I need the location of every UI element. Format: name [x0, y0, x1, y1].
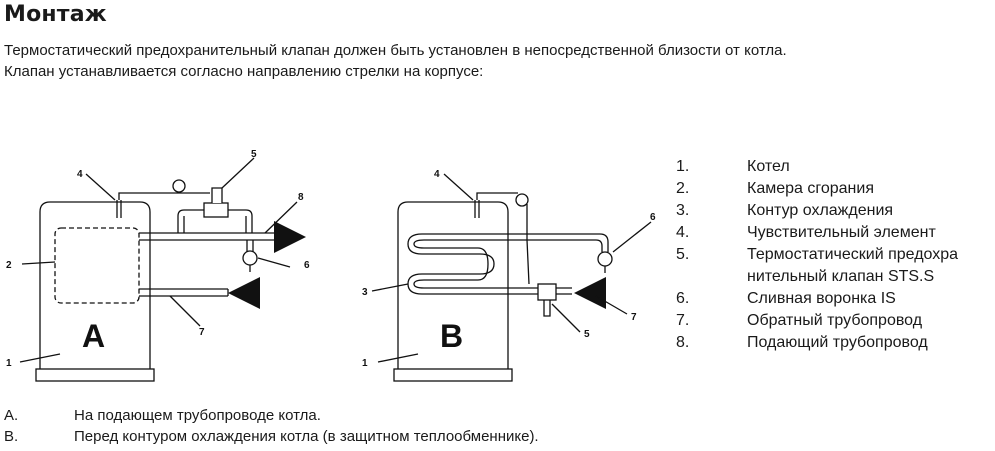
callout-1-a: 1: [6, 358, 12, 369]
note-text: На подающем трубопроводе котла.: [74, 407, 321, 424]
capillary-b: [476, 192, 518, 200]
valve-loop-a: [177, 209, 253, 233]
legend-number: 3.: [676, 202, 690, 219]
boiler-a-body: [39, 201, 151, 375]
note-text: Перед контуром охлаждения котла (в защит…: [74, 428, 539, 445]
legend-text: Контур охлаждения: [747, 202, 894, 219]
capillary-coil-a: [172, 179, 186, 193]
legend-text: Термостатический предохра: [747, 246, 959, 263]
legend-text: Чувствительный элемент: [747, 224, 936, 241]
cooling-coil-b: [407, 233, 508, 295]
intro-text: Термостатический предохранительный клапа…: [4, 40, 787, 82]
legend-text: Подающий трубопровод: [747, 334, 928, 351]
legend-number: 6.: [676, 290, 690, 307]
callout-1-b: 1: [362, 358, 368, 369]
boiler-b-body: [397, 201, 509, 375]
legend-text: Сливная воронка IS: [747, 290, 896, 307]
coil-outlet-b: [508, 233, 609, 252]
note-label: A.: [4, 407, 19, 424]
diagram-b-letter: B: [440, 318, 463, 354]
sensor-a: [116, 200, 122, 218]
diagram-b: [371, 173, 652, 382]
drain-funnel-b: [597, 251, 613, 267]
callout-3-b: 3: [362, 287, 368, 298]
callout-5-a: 5: [251, 149, 257, 160]
diagram-a: [19, 157, 306, 382]
callout-7-a: 7: [199, 327, 205, 338]
legend-number: 8.: [676, 334, 690, 351]
legend-number: 5.: [676, 246, 690, 263]
diagram-a-letter: A: [82, 318, 105, 354]
return-pipe-a: [139, 288, 229, 297]
callout-8-a: 8: [298, 192, 304, 203]
callout-6-a: 6: [304, 260, 310, 271]
callout-2-a: 2: [6, 260, 12, 271]
valve-b: [537, 283, 557, 301]
legend-text: нительный клапан STS.S: [747, 268, 935, 285]
sensor-b: [474, 200, 480, 218]
callout-7-b: 7: [631, 312, 637, 323]
legend-text: Обратный трубопровод: [747, 312, 923, 329]
legend-number: 7.: [676, 312, 690, 329]
intro-line: Клапан устанавливается согласно направле…: [4, 63, 484, 80]
combustion-chamber-a: [54, 227, 140, 304]
callout-4-a: 4: [77, 169, 83, 180]
supply-pipe-a: [139, 232, 281, 241]
callout-4-b: 4: [434, 169, 440, 180]
legend-text: Котел: [747, 158, 790, 175]
note-label: B.: [4, 428, 19, 445]
boiler-a-base: [35, 368, 155, 382]
legend-number: 4.: [676, 224, 690, 241]
legend-number: 1.: [676, 158, 690, 175]
callout-6-b: 6: [650, 212, 656, 223]
drain-pipe-a: [246, 240, 254, 252]
capillary-a: [118, 192, 210, 200]
legend-text: Камера сгорания: [747, 180, 874, 197]
page-title: Монтаж: [4, 2, 107, 27]
valve-a: [203, 202, 229, 218]
intro-line: Термостатический предохранительный клапа…: [4, 42, 787, 59]
boiler-b-base: [393, 368, 513, 382]
callout-5-b: 5: [584, 329, 590, 340]
capillary-coil-b: [515, 193, 529, 207]
drain-funnel-a: [242, 250, 258, 266]
legend-number: 2.: [676, 180, 690, 197]
